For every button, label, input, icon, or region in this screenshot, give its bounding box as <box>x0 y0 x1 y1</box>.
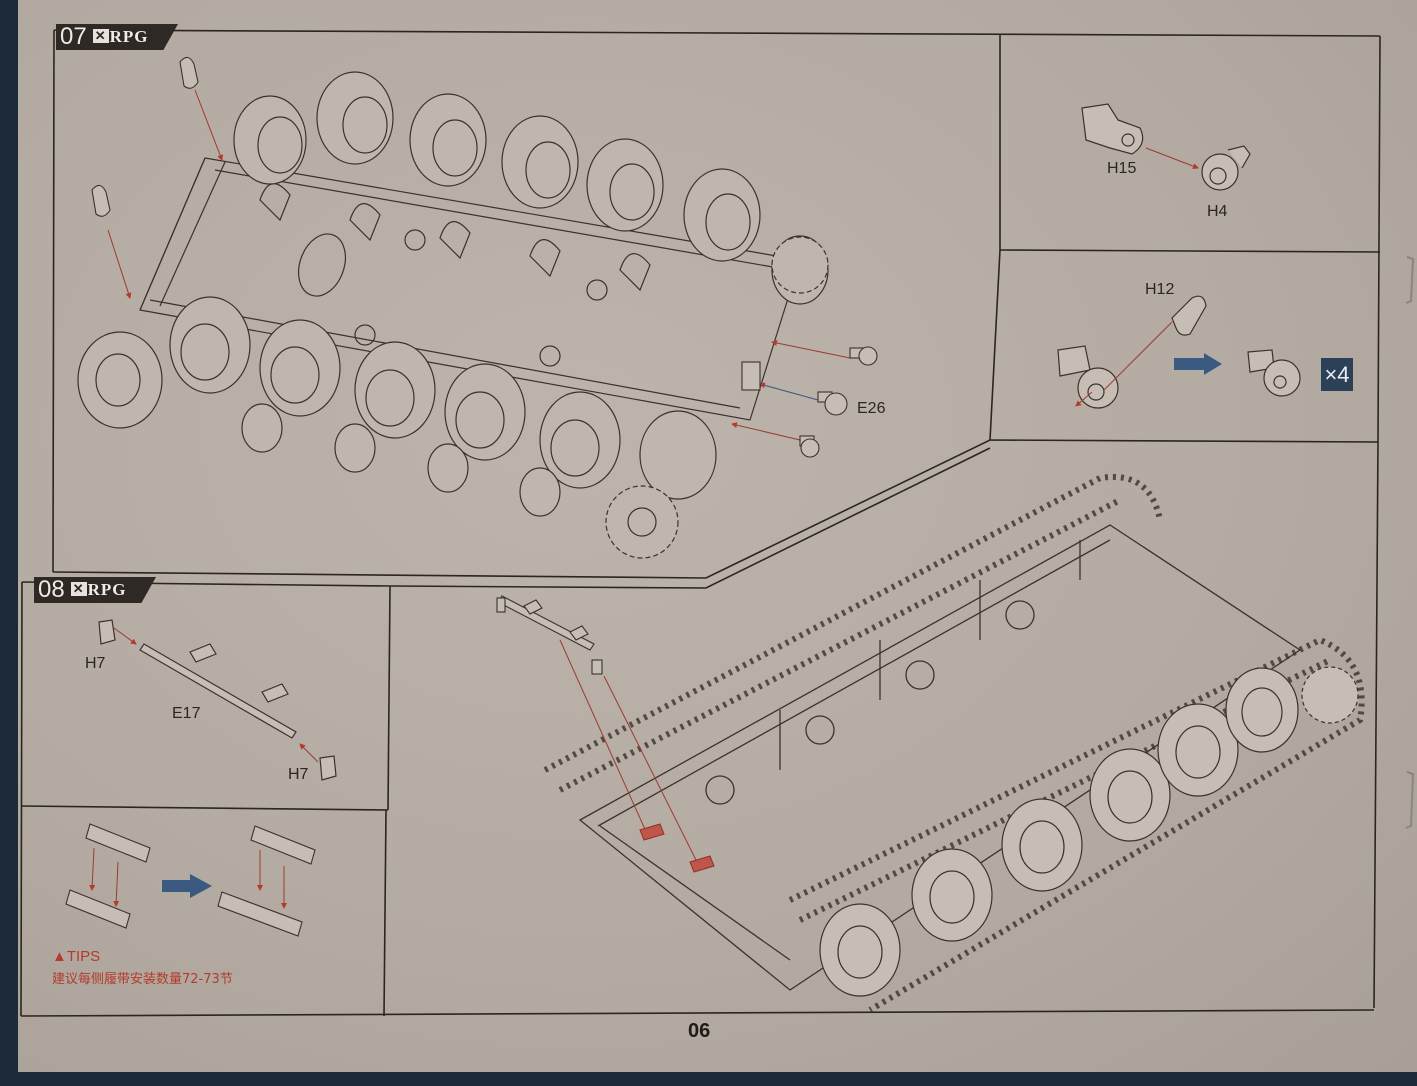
staple-bottom-icon <box>1405 771 1415 829</box>
step08-hull-drawing <box>578 524 1302 991</box>
step08-road-wheels <box>819 666 1359 997</box>
step08-towbar-drawing <box>496 595 603 675</box>
step07-road-wheels-bottom <box>77 236 829 559</box>
part-label-h7-right: H7 <box>288 766 309 783</box>
step07-subpanel-b-drawing <box>1057 295 1301 409</box>
part-label-e17: E17 <box>172 705 201 722</box>
step08-track-left <box>543 473 1163 793</box>
step08-subpanel-a-drawing <box>98 619 337 781</box>
step08-attachment-highlights <box>639 823 715 873</box>
part-label-h4: H4 <box>1207 203 1228 220</box>
step08-track-right <box>788 636 1365 1013</box>
staple-top-icon <box>1405 256 1415 304</box>
part-label-h12: H12 <box>1145 281 1175 298</box>
step08-direction-arrow-icon <box>162 874 212 898</box>
step07-road-wheels-top <box>233 71 829 305</box>
step-08-badge: 08 ✕RPG <box>34 577 156 603</box>
brand-x-icon: ✕ <box>70 581 87 596</box>
tips-text: 建议每侧履带安装数量72-73节 <box>52 972 233 987</box>
page-number: 06 <box>688 1020 711 1042</box>
part-label-h7-left: H7 <box>85 655 106 672</box>
step-number: 07 <box>60 23 87 50</box>
part-label-h15: H15 <box>1107 160 1137 177</box>
step07-direction-arrow-icon <box>1174 353 1222 375</box>
tips-title: ▲TIPS <box>52 948 101 965</box>
step07-hull-drawing <box>139 157 801 421</box>
part-label-e26: E26 <box>857 400 886 417</box>
step07-subpanel-a-drawing <box>1081 103 1251 191</box>
step-number: 08 <box>38 576 65 603</box>
step-07-badge: 07 ✕RPG <box>56 24 178 50</box>
step07-callout-lines <box>107 89 851 441</box>
quantity-badge: ×4 <box>1321 358 1353 391</box>
step07-small-parts <box>91 56 878 458</box>
brand-logo: ✕RPG <box>92 27 149 46</box>
brand-logo: ✕RPG <box>70 580 127 599</box>
panel-borders <box>20 29 1381 1017</box>
step08-subpanel-b-drawing <box>65 823 316 937</box>
brand-x-icon: ✕ <box>92 28 109 43</box>
